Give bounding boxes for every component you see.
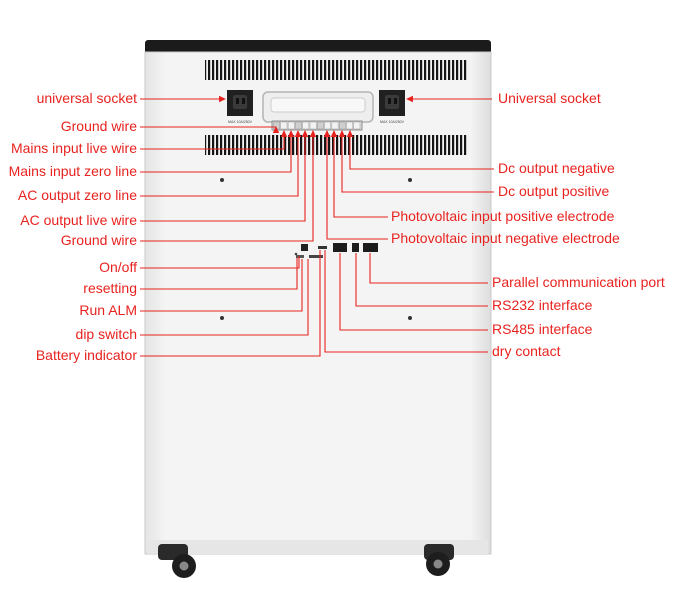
label-rs485-interface: RS485 interface [492, 321, 593, 337]
leader-ac-output-live-wire [140, 131, 306, 222]
arrowhead [346, 130, 354, 137]
on-off-switch [301, 244, 308, 251]
dip-switch-block [309, 255, 323, 258]
leader-pv-input-negative [326, 131, 388, 240]
left-socket-rating: MAX 10A/250V [228, 120, 253, 124]
leader-on-off [140, 256, 300, 269]
label-parallel-communication-port: Parallel communication port [492, 274, 665, 290]
leader-rs232-interface [355, 253, 488, 307]
leader-dry-contact [324, 250, 488, 353]
run-alm-leds [296, 255, 304, 258]
reset-button [294, 252, 298, 256]
label-ground-wire-top: Ground wire [61, 118, 137, 134]
screw-upper-right [408, 178, 412, 182]
terminal-block [271, 120, 363, 131]
dry-contact-port [318, 246, 327, 249]
arrowhead [323, 130, 331, 137]
control-panel [294, 243, 378, 258]
left-wheel [158, 544, 196, 578]
leader-parallel-communication-port [369, 253, 488, 284]
arrowhead [338, 130, 346, 137]
label-ground-wire-bottom: Ground wire [61, 232, 137, 248]
label-mains-input-live-wire: Mains input live wire [11, 140, 137, 156]
arrowhead [287, 130, 295, 137]
cabinet-top-lid [145, 40, 491, 54]
leader-run-alm [140, 259, 303, 312]
label-on-off: On/off [99, 259, 137, 275]
leader-pv-input-positive [333, 131, 388, 218]
leader-ac-output-zero-line [140, 131, 299, 197]
leader-resetting [140, 258, 298, 290]
arrowhead [301, 130, 309, 137]
label-dry-contact: dry contact [492, 343, 561, 359]
terminal-cell [280, 121, 288, 130]
terminal-cell [317, 121, 324, 130]
leader-rs485-interface [339, 253, 488, 331]
right-labels: Universal socket Dc output negative Dc o… [391, 90, 665, 359]
top-vent-grille [205, 60, 467, 80]
leader-dc-output-positive [341, 131, 494, 193]
arrowhead [330, 130, 338, 137]
middle-vent-grille [205, 135, 467, 155]
leader-lines [140, 95, 494, 357]
label-ac-output-live-wire: AC output live wire [20, 212, 137, 228]
label-rs232-interface: RS232 interface [492, 297, 593, 313]
arrowhead [272, 126, 280, 133]
terminal-cell [324, 121, 332, 130]
label-dc-output-positive: Dc output positive [498, 183, 609, 199]
right-socket-rating: MAX 10A/250V [380, 120, 405, 124]
left-labels: universal socket Ground wire Mains input… [9, 90, 138, 363]
leader-ground-wire-bottom [140, 131, 314, 242]
inverter-cabinet: MAX 10A/250V MAX 10A/250V [144, 40, 492, 578]
screw-lower-right [408, 316, 412, 320]
arrowhead [309, 130, 317, 137]
right-universal-socket: MAX 10A/250V [379, 90, 405, 124]
label-battery-indicator: Battery indicator [36, 347, 137, 363]
leader-battery-indicator [140, 250, 321, 357]
label-universal-socket-right: Universal socket [498, 90, 601, 106]
screw-lower-left [220, 316, 224, 320]
terminal-cell [309, 121, 317, 130]
label-dip-switch: dip switch [76, 326, 137, 342]
label-pv-input-positive: Photovoltaic input positive electrode [391, 208, 615, 224]
label-run-alm: Run ALM [79, 302, 137, 318]
leader-dip-switch [140, 259, 309, 336]
arrowhead [219, 95, 226, 103]
terminal-cell [346, 121, 353, 130]
cabinet-base-shadow [148, 540, 488, 554]
leader-dc-output-negative [349, 131, 494, 170]
terminal-cell [287, 121, 295, 130]
terminal-cell [302, 121, 310, 130]
label-universal-socket-left: universal socket [37, 90, 137, 106]
terminal-cell [295, 121, 302, 130]
arrowhead [280, 130, 288, 137]
label-dc-output-negative: Dc output negative [498, 160, 615, 176]
arrowhead [406, 95, 413, 103]
terminal-cell [339, 121, 346, 130]
arrowhead [294, 130, 302, 137]
parallel-port [363, 243, 378, 252]
label-pv-input-negative: Photovoltaic input negative electrode [391, 230, 620, 246]
rs485-port [333, 243, 347, 252]
label-ac-output-zero-line: AC output zero line [18, 187, 137, 203]
carry-handle-grip [270, 97, 366, 113]
rs232-port [352, 243, 359, 252]
leader-mains-input-zero-line [140, 131, 292, 173]
right-wheel [424, 544, 454, 576]
label-mains-input-zero-line: Mains input zero line [9, 163, 138, 179]
screw-upper-left [220, 178, 224, 182]
left-universal-socket: MAX 10A/250V [227, 90, 253, 124]
label-resetting: resetting [83, 280, 137, 296]
terminal-cell [331, 121, 339, 130]
terminal-cell [353, 121, 361, 130]
